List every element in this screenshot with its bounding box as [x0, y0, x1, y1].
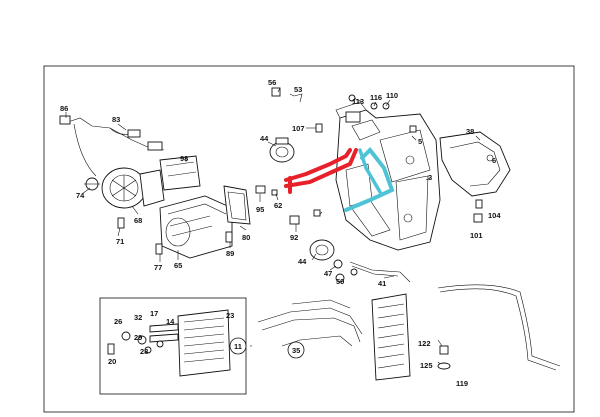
supply-hose-red: [284, 148, 352, 182]
label-53: 53: [294, 85, 302, 94]
label-119: 119: [456, 379, 468, 388]
label-110: 110: [386, 91, 398, 100]
blower-housing: [155, 155, 251, 259]
heater-core-right: [371, 293, 411, 381]
label-98: 98: [180, 154, 188, 163]
label-35: 35: [292, 346, 300, 355]
label-56: 56: [268, 78, 276, 87]
label-86: 86: [60, 104, 68, 113]
label-62: 62: [274, 201, 282, 210]
label-41: 41: [378, 279, 386, 288]
part-labels: 86 83 56 53 113 116 110 107 38 44 5 98 6…: [60, 78, 501, 388]
water-valve-lower: [309, 239, 358, 283]
heater-core-inset: [99, 297, 247, 395]
label-65: 65: [174, 261, 182, 270]
label-68: 68: [134, 216, 142, 225]
label-71: 71: [116, 237, 124, 246]
label-6: 6: [492, 156, 496, 165]
label-29: 29: [134, 333, 142, 342]
label-26: 26: [114, 317, 122, 326]
label-32: 32: [134, 313, 142, 322]
filter-98-part: [159, 155, 201, 191]
lever-41: [349, 261, 411, 283]
diagram-frame: [43, 65, 575, 413]
label-83: 83: [112, 115, 120, 124]
label-23: 23: [226, 311, 234, 320]
label-122: 122: [418, 339, 431, 348]
label-89: 89: [226, 249, 234, 258]
connector-86-part: [59, 115, 71, 125]
callout-circle-35: [287, 341, 305, 359]
resistor-83-part: [127, 129, 141, 138]
label-47: 47: [324, 269, 332, 278]
pipe-assembly-35: [257, 299, 363, 347]
label-5: 5: [418, 137, 422, 146]
mounting-bracket-38: [439, 131, 511, 223]
label-44-lower: 44: [298, 257, 307, 266]
label-14: 14: [166, 317, 175, 326]
label-101: 101: [470, 231, 483, 240]
label-116: 116: [370, 93, 382, 102]
label-3: 3: [428, 173, 432, 182]
cable-119: [437, 284, 561, 367]
water-valve-upper: [269, 137, 295, 163]
label-44-upper: 44: [260, 134, 269, 143]
label-80: 80: [242, 233, 250, 242]
return-hose-cyan: [344, 146, 395, 212]
leader-lines: [65, 87, 481, 365]
label-95: 95: [256, 205, 264, 214]
label-17a: 17: [150, 309, 158, 318]
label-113: 113: [352, 97, 364, 106]
gasket-80-part: [223, 185, 251, 225]
label-104: 104: [488, 211, 501, 220]
label-125: 125: [420, 361, 433, 370]
label-77: 77: [154, 263, 162, 272]
label-50: 50: [336, 277, 344, 286]
blower-motor-assembly: [59, 115, 165, 229]
label-92: 92: [290, 233, 298, 242]
label-20: 20: [108, 357, 116, 366]
label-28: 28: [140, 347, 148, 356]
label-11: 11: [234, 342, 242, 351]
callout-circle-11: [229, 337, 247, 355]
label-107: 107: [292, 124, 305, 133]
label-38: 38: [466, 127, 474, 136]
label-74: 74: [76, 191, 85, 200]
